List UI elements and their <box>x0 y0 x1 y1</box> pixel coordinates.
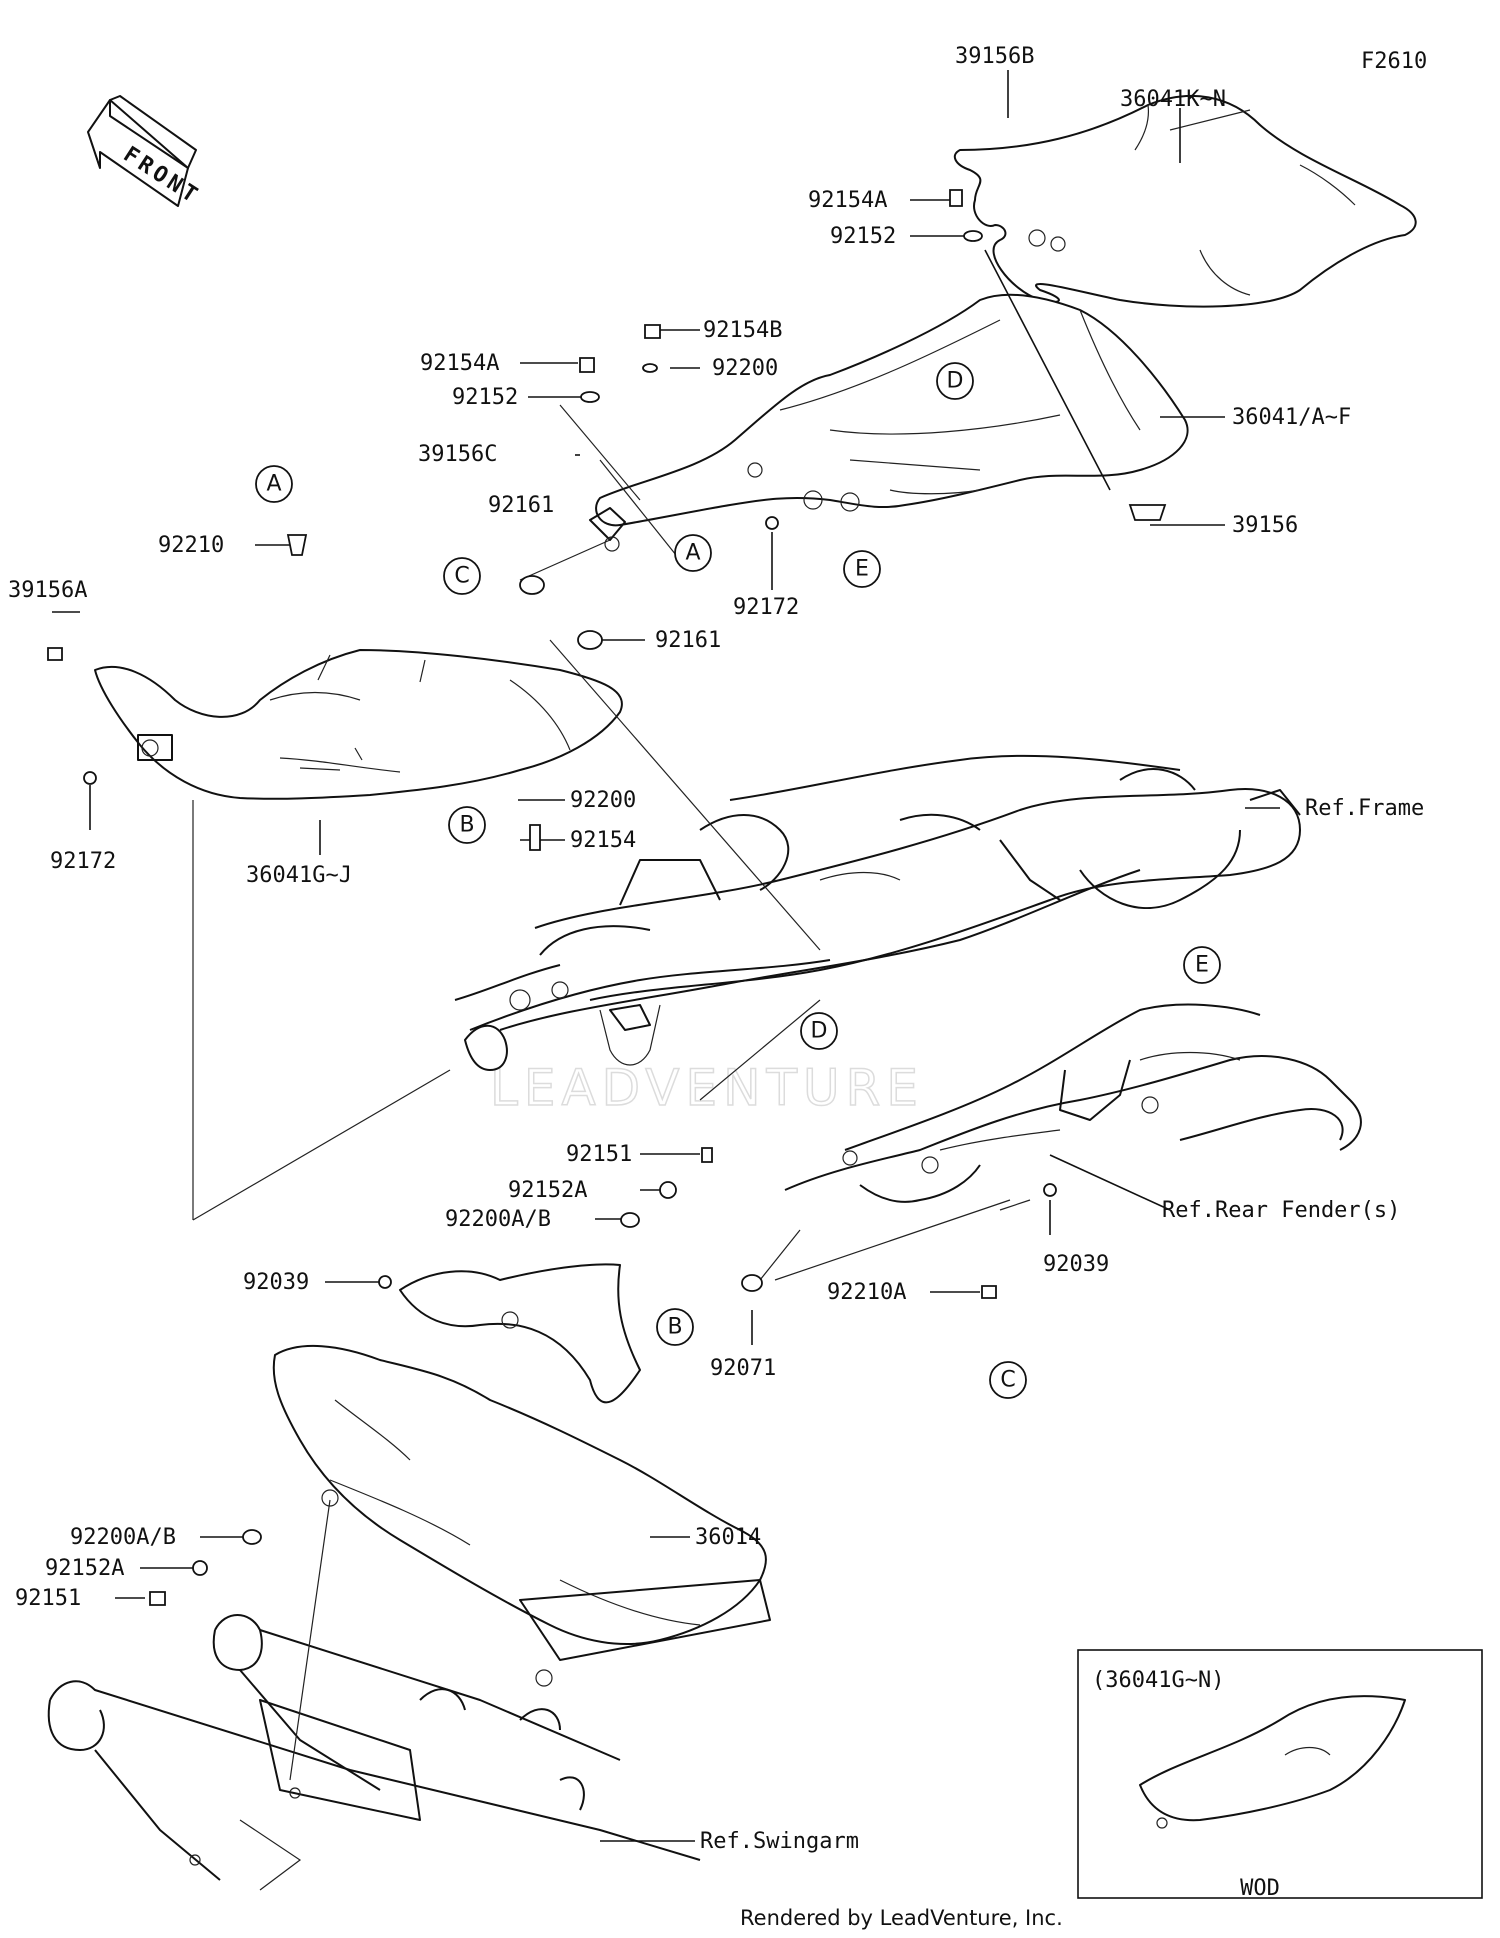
hugger-front <box>399 1263 641 1404</box>
part-label: 92154A <box>420 351 499 376</box>
part-label: Ref.Rear Fender(s) <box>1162 1198 1400 1223</box>
callout-a-mid: A <box>674 534 712 572</box>
inset-footer: WOD <box>1240 1876 1280 1901</box>
part-label: 92172 <box>50 849 116 874</box>
part-label: 92200 <box>570 788 636 813</box>
part-label: 92154 <box>570 828 636 853</box>
part-label: 39156A <box>8 578 87 603</box>
svg-text:C: C <box>1000 1368 1015 1393</box>
part-label: 92154B <box>703 318 782 343</box>
part-label: 92161 <box>655 628 721 653</box>
seat-cover-upper-36041KN <box>953 94 1417 308</box>
part-label: 92039 <box>243 1270 309 1295</box>
part-label: 92210A <box>827 1280 906 1305</box>
part-label: 92200A/B <box>70 1525 176 1550</box>
part-label: 92071 <box>710 1356 776 1381</box>
leader-lines <box>52 70 1280 1842</box>
inset-caption: (36041G~N) <box>1092 1668 1224 1693</box>
part-label: 39156C <box>418 442 497 467</box>
part-label: 92151 <box>15 1586 81 1611</box>
callout-e-upper: E <box>843 550 881 588</box>
svg-text:A: A <box>685 541 700 566</box>
frame <box>454 754 1301 1071</box>
part-label: 92152A <box>45 1556 124 1581</box>
figure-id: F2610 <box>1361 49 1427 74</box>
part-label: 39156 <box>1232 513 1298 538</box>
callout-d-lower: D <box>800 1012 838 1050</box>
part-label: 92152 <box>830 224 896 249</box>
part-label: 92152A <box>508 1178 587 1203</box>
part-label: 92039 <box>1043 1252 1109 1277</box>
callout-c-lower: C <box>989 1361 1027 1399</box>
part-label: 36041/A~F <box>1232 405 1351 430</box>
part-label: 92172 <box>733 595 799 620</box>
part-label: Ref.Swingarm <box>700 1829 859 1854</box>
svg-text:A: A <box>266 472 281 497</box>
callout-b-upper: B <box>448 806 486 844</box>
part-label: 36041G~J <box>246 863 352 888</box>
watermark: LEADVENTURE <box>490 1059 924 1117</box>
callout-c-upper: C <box>443 557 481 595</box>
swingarm <box>47 1614 701 1891</box>
svg-text:E: E <box>1195 953 1209 978</box>
part-label: 92151 <box>566 1142 632 1167</box>
part-label: 92210 <box>158 533 224 558</box>
part-label: 92161 <box>488 493 554 518</box>
front-arrow-icon: FRONT <box>87 95 205 210</box>
part-label: 92200A/B <box>445 1207 551 1232</box>
part-label: 36014 <box>695 1525 761 1550</box>
part-label: 92154A <box>808 188 887 213</box>
chain-guard-36014 <box>272 1345 771 1687</box>
svg-text:C: C <box>454 564 469 589</box>
side-cover-36041GJ <box>94 649 623 800</box>
callout-a-top: A <box>255 465 293 503</box>
svg-text:E: E <box>855 557 869 582</box>
svg-text:B: B <box>667 1315 682 1340</box>
svg-text:D: D <box>811 1019 828 1044</box>
part-label: 39156B <box>955 44 1034 69</box>
rear-fender <box>784 1003 1362 1203</box>
footer-credit: Rendered by LeadVenture, Inc. <box>740 1906 1063 1930</box>
svg-text:D: D <box>947 369 964 394</box>
hardware <box>47 189 1167 1606</box>
svg-text:B: B <box>459 813 474 838</box>
part-labels: 39156B 36041K~N 92154A 92152 92154B 9215… <box>8 44 1424 1854</box>
seat-cover-36041AF <box>589 293 1189 552</box>
part-label: Ref.Frame <box>1305 796 1424 821</box>
part-label: 36041K~N <box>1120 87 1226 112</box>
part-label: 92200 <box>712 356 778 381</box>
callout-e-lower: E <box>1183 946 1221 984</box>
callout-b-lower: B <box>656 1308 694 1346</box>
inset-panel: (36041G~N) WOD <box>1077 1649 1483 1901</box>
callout-d-upper: D <box>936 362 974 400</box>
part-label: 92152 <box>452 385 518 410</box>
